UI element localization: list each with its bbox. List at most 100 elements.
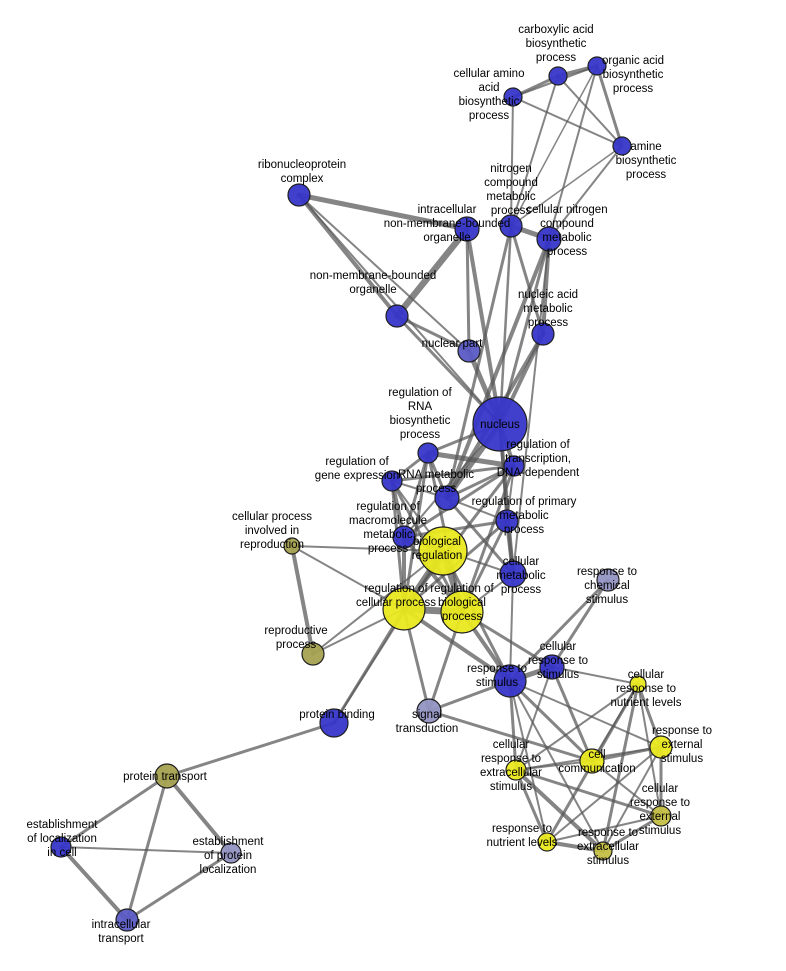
node-protein-binding[interactable] — [319, 708, 349, 738]
edge-ribonucleoprotein-complex--intracellular-non-membrane-bounded-organelle[interactable] — [296, 192, 470, 232]
edge-cellular-response-to-nutrient-levels--cellular-response-to-extracellular-stimulus[interactable] — [515, 683, 639, 771]
node-regulation-of-gene-expression[interactable] — [381, 470, 403, 492]
edge-carboxylic-acid-biosynthetic-process--nitrogen-compound-metabolic-process[interactable] — [510, 75, 559, 227]
node-non-membrane-bounded-organelle[interactable] — [385, 304, 409, 328]
edge-intracellular-non-membrane-bounded-organelle--non-membrane-bounded-organelle[interactable] — [393, 225, 471, 320]
edge-organic-acid-biosynthetic-process--nitrogen-compound-metabolic-process[interactable] — [510, 65, 598, 227]
edge-cellular-response-to-external-stimulus--response-to-nutrient-levels[interactable] — [546, 815, 662, 843]
node-response-to-extracellular-stimulus[interactable] — [593, 841, 613, 861]
node-regulation-of-rna-biosynthetic-process[interactable] — [417, 442, 439, 464]
edge-regulation-of-cellular-process--protein-binding[interactable] — [332, 607, 406, 725]
node-carboxylic-acid-biosynthetic-process[interactable] — [548, 66, 568, 86]
node-cellular-response-to-stimulus[interactable] — [539, 654, 565, 680]
node-intracellular-non-membrane-bounded-organelle[interactable] — [454, 216, 480, 242]
edge-response-to-external-stimulus--response-to-nutrient-levels[interactable] — [546, 746, 662, 843]
node-establishment-of-protein-localization[interactable] — [220, 842, 242, 864]
node-nitrogen-compound-metabolic-process[interactable] — [499, 214, 523, 238]
edge-response-to-chemical-stimulus--response-to-stimulus[interactable] — [508, 578, 610, 683]
node-regulation-of-biological-process[interactable] — [440, 590, 484, 634]
node-response-to-nutrient-levels[interactable] — [537, 832, 557, 852]
edge-cellular-response-to-external-stimulus--response-to-extracellular-stimulus[interactable] — [601, 814, 663, 853]
edge-cellular-response-to-stimulus--cellular-response-to-nutrient-levels[interactable] — [551, 666, 639, 685]
edge-establishment-of-localization-in-cell--establishment-of-protein-localization[interactable] — [60, 846, 232, 854]
edge-biological-regulation--cellular-process-involved-in-reproduction[interactable] — [291, 545, 444, 552]
node-ribonucleoprotein-complex[interactable] — [287, 183, 311, 207]
edge-cellular-response-to-stimulus--cell-communication[interactable] — [550, 665, 594, 763]
node-regulation-of-transcription-dna-dependent[interactable] — [503, 455, 525, 477]
edge-cellular-response-to-nutrient-levels--response-to-extracellular-stimulus[interactable] — [601, 682, 640, 853]
edge-protein-transport--intracellular-transport[interactable] — [125, 774, 169, 922]
edge-protein-transport--establishment-of-localization-in-cell[interactable] — [59, 774, 169, 849]
node-response-to-chemical-stimulus[interactable] — [596, 568, 620, 592]
node-organic-acid-biosynthetic-process[interactable] — [587, 56, 607, 76]
node-regulation-of-macromolecule-metabolic-process[interactable] — [392, 525, 416, 549]
node-nucleus[interactable] — [472, 396, 528, 452]
edge-ribonucleoprotein-complex--non-membrane-bounded-organelle[interactable] — [297, 193, 399, 318]
node-regulation-of-primary-metabolic-process[interactable] — [495, 509, 519, 533]
edge-nitrogen-compound-metabolic-process--nucleus[interactable] — [498, 224, 513, 426]
edge-cellular-metabolic-process--response-to-stimulus[interactable] — [509, 573, 514, 682]
edge-response-to-stimulus--response-to-external-stimulus[interactable] — [509, 680, 662, 748]
node-amine-biosynthetic-process[interactable] — [612, 136, 632, 156]
edge-carboxylic-acid-biosynthetic-process--amine-biosynthetic-process[interactable] — [557, 75, 623, 147]
edge-intracellular-non-membrane-bounded-organelle--nucleus[interactable] — [465, 227, 502, 426]
node-response-to-stimulus[interactable] — [493, 664, 527, 698]
edge-cellular-response-to-extracellular-stimulus--response-to-extracellular-stimulus[interactable] — [514, 768, 605, 853]
edge-establishment-of-localization-in-cell--intracellular-transport[interactable] — [59, 845, 129, 922]
edge-nitrogen-compound-metabolic-process--nucleic-acid-metabolic-process[interactable] — [509, 224, 545, 336]
node-establishment-of-localization-in-cell[interactable] — [50, 836, 72, 858]
edge-biological-regulation--reproductive-process[interactable] — [312, 550, 444, 655]
edge-cellular-response-to-extracellular-stimulus--cell-communication[interactable] — [515, 760, 593, 771]
node-reproductive-process[interactable] — [301, 642, 325, 666]
edge-cellular-response-to-extracellular-stimulus--response-to-nutrient-levels[interactable] — [514, 768, 549, 844]
edge-cellular-nitrogen-compound-metabolic-process--rna-metabolic-process[interactable] — [445, 237, 551, 500]
edge-non-membrane-bounded-organelle--nuclear-part[interactable] — [395, 314, 471, 353]
edge-response-to-chemical-stimulus--cellular-response-to-stimulus[interactable] — [550, 578, 610, 669]
edge-rna-metabolic-process--cellular-metabolic-process[interactable] — [445, 496, 515, 576]
edge-amine-biosynthetic-process--cellular-nitrogen-compound-metabolic-process[interactable] — [548, 145, 623, 240]
node-protein-transport[interactable] — [154, 763, 180, 789]
node-nuclear-part[interactable] — [457, 339, 481, 363]
edge-cell-communication--signal-transduction[interactable] — [427, 709, 594, 763]
edge-cellular-response-to-extracellular-stimulus--cellular-response-to-external-stimulus[interactable] — [514, 768, 663, 818]
edge-organic-acid-biosynthetic-process--cellular-nitrogen-compound-metabolic-process[interactable] — [548, 65, 598, 240]
node-cellular-response-to-extracellular-stimulus[interactable] — [505, 759, 527, 781]
node-cellular-process-involved-in-reproduction[interactable] — [283, 537, 301, 555]
node-cell-communication[interactable] — [579, 748, 605, 774]
node-response-to-external-stimulus[interactable] — [649, 735, 673, 759]
edge-regulation-of-rna-biosynthetic-process--regulation-of-transcription-dna-dependent[interactable] — [425, 450, 517, 469]
edge-regulation-of-macromolecule-metabolic-process--regulation-of-primary-metabolic-process[interactable] — [402, 519, 509, 539]
node-cellular-amino-acid-biosynthetic-process[interactable] — [503, 87, 523, 107]
node-nucleic-acid-metabolic-process[interactable] — [531, 322, 555, 346]
node-signal-transduction[interactable] — [416, 698, 442, 724]
edge-layer — [59, 64, 663, 922]
edge-organic-acid-biosynthetic-process--amine-biosynthetic-process[interactable] — [595, 64, 624, 148]
edge-cell-communication--cellular-response-to-external-stimulus[interactable] — [591, 760, 662, 817]
edge-response-to-stimulus--cell-communication[interactable] — [508, 679, 594, 763]
node-biological-regulation[interactable] — [418, 526, 468, 576]
edge-reproductive-process--cellular-process-involved-in-reproduction[interactable] — [290, 544, 315, 656]
node-regulation-of-cellular-process[interactable] — [382, 587, 426, 631]
edge-cellular-amino-acid-biosynthetic-process--nitrogen-compound-metabolic-process[interactable] — [510, 96, 514, 227]
edge-nitrogen-compound-metabolic-process--rna-metabolic-process[interactable] — [445, 224, 513, 500]
edge-protein-transport--establishment-of-protein-localization[interactable] — [165, 774, 233, 855]
edge-response-to-external-stimulus--response-to-extracellular-stimulus[interactable] — [602, 746, 662, 852]
edge-cellular-metabolic-process--cellular-nitrogen-compound-metabolic-process[interactable] — [512, 238, 550, 575]
edge-regulation-of-transcription-dna-dependent--regulation-of-gene-expression[interactable] — [390, 464, 516, 483]
node-cellular-response-to-nutrient-levels[interactable] — [629, 675, 647, 693]
node-rna-metabolic-process[interactable] — [434, 485, 460, 511]
edge-regulation-of-rna-biosynthetic-process--regulation-of-macromolecule-metabolic-process[interactable] — [402, 451, 430, 539]
node-cellular-response-to-external-stimulus[interactable] — [650, 805, 672, 827]
edge-establishment-of-protein-localization--intracellular-transport[interactable] — [125, 851, 233, 922]
edge-cellular-response-to-stimulus--cellular-response-to-extracellular-stimulus[interactable] — [515, 666, 553, 771]
edge-intracellular-non-membrane-bounded-organelle--nuclear-part[interactable] — [465, 227, 471, 353]
edge-protein-binding--protein-transport[interactable] — [165, 721, 336, 778]
node-cellular-metabolic-process[interactable] — [499, 560, 527, 588]
edge-amine-biosynthetic-process--nitrogen-compound-metabolic-process[interactable] — [510, 145, 623, 227]
node-cellular-nitrogen-compound-metabolic-process[interactable] — [536, 226, 562, 252]
node-intracellular-transport[interactable] — [115, 908, 139, 932]
edge-ribonucleoprotein-complex--nuclear-part[interactable] — [298, 194, 470, 352]
